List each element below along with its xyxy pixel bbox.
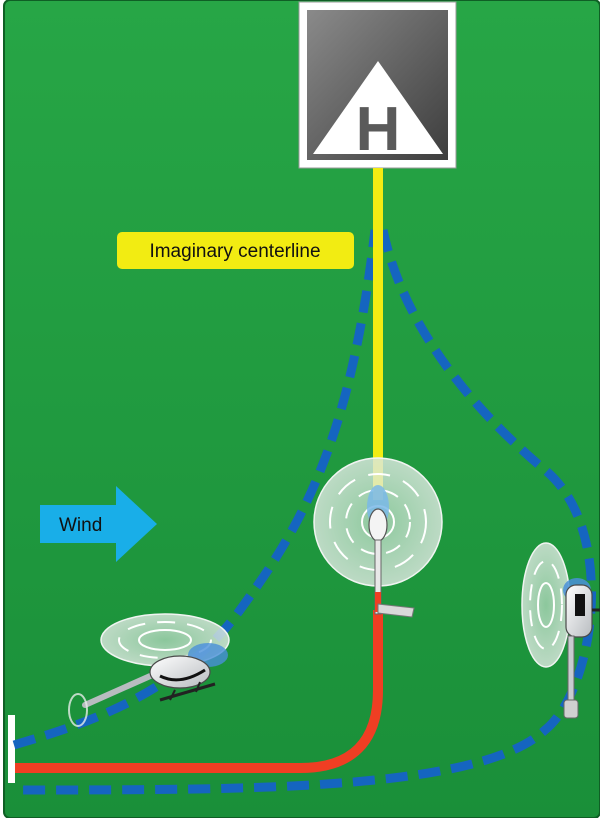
start-marker [8, 715, 15, 783]
wind-label: Wind [59, 515, 102, 536]
helicopter-icon [313, 457, 443, 618]
helipad-icon: H [298, 1, 457, 169]
helipad-letter: H [356, 95, 401, 164]
approach-path-right [13, 229, 597, 795]
centerline-label-text: Imaginary centerline [149, 241, 320, 262]
helicopter-icon [68, 613, 230, 727]
white-margin [0, 818, 600, 827]
ground-track-line [14, 610, 383, 773]
approach-path-left [12, 229, 380, 750]
centerline [373, 168, 383, 500]
wind-arrow-icon: Wind [40, 486, 157, 562]
centerline-label: Imaginary centerline [117, 232, 354, 269]
helicopter-icon [521, 542, 600, 719]
